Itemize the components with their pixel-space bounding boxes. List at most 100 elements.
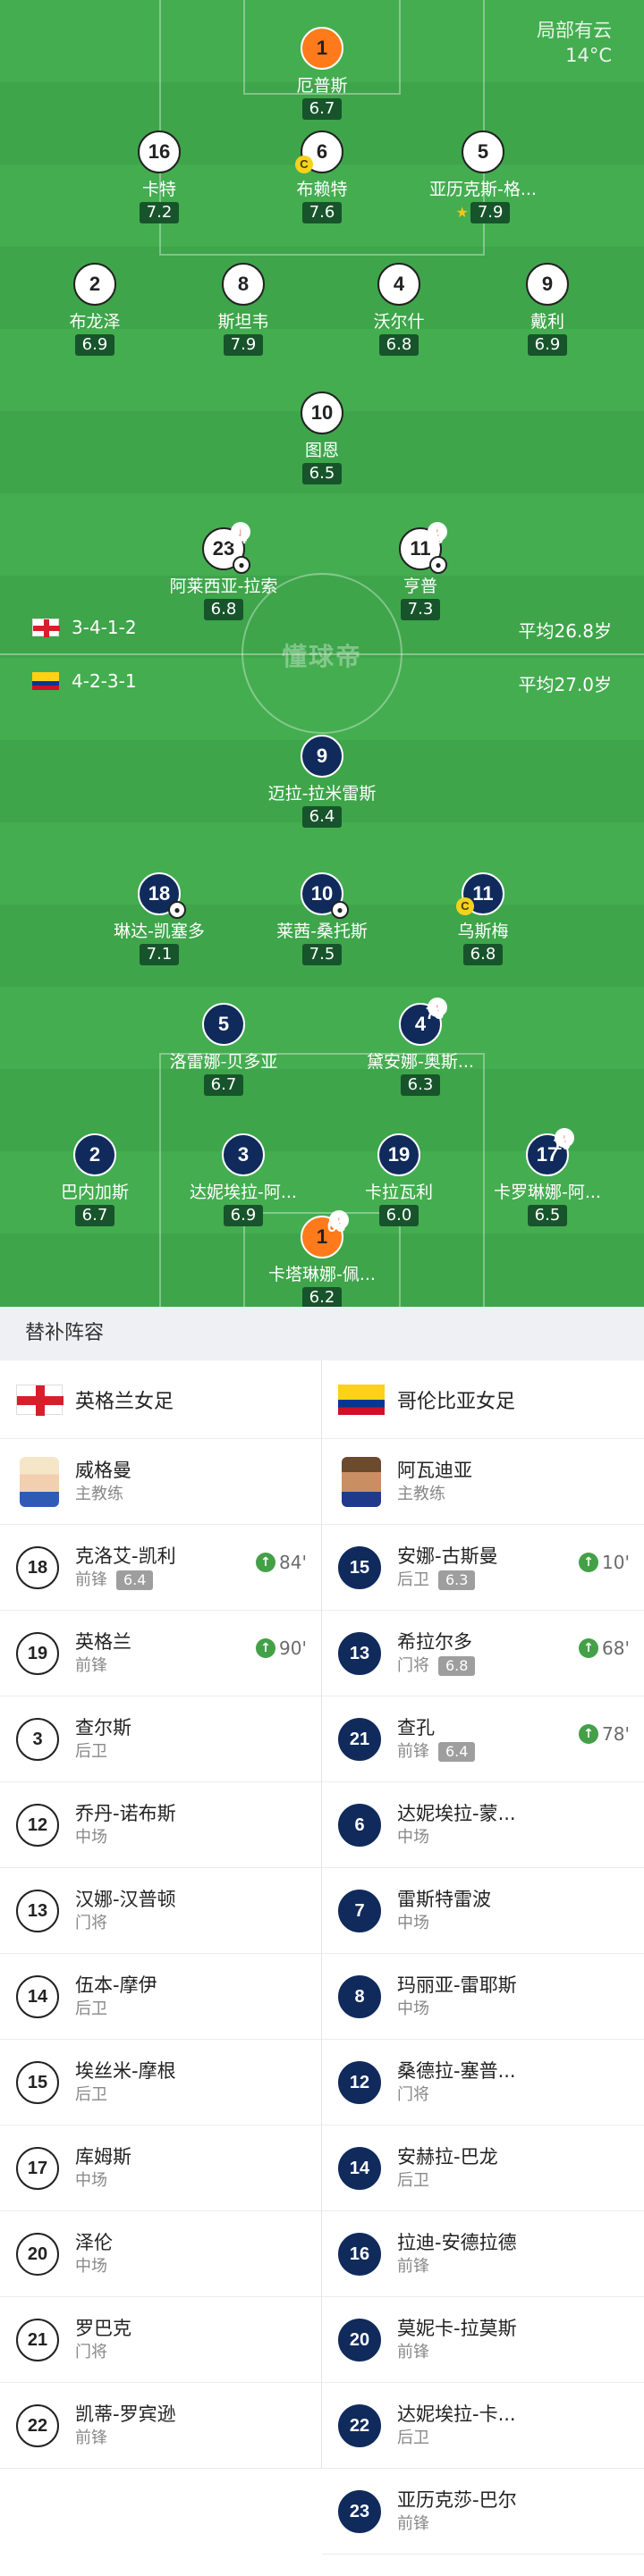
sub-in-indicator: ↑10' <box>579 1552 630 1573</box>
sub-name: 桑德拉-塞普... <box>397 2059 516 2082</box>
player-number: 17↓10' <box>526 1128 574 1176</box>
sub-in-arrow-icon: ↑ <box>579 1638 599 1658</box>
captain-icon: C <box>295 156 313 173</box>
coach-role: 主教练 <box>397 1484 445 1503</box>
player-name: 图恩 <box>304 441 339 460</box>
sub-number: 6 <box>338 1803 381 1847</box>
sub-name: 埃丝米-摩根 <box>75 2059 176 2082</box>
player-name: 布赖特 <box>296 180 348 199</box>
sub-position: 中场 <box>397 1913 429 1932</box>
home-coach[interactable]: 威格曼 主教练 <box>0 1439 321 1525</box>
player-rating: 6.9 <box>223 1205 264 1226</box>
coach-avatar <box>342 1456 381 1507</box>
sub-number: 23 <box>338 2489 381 2533</box>
player-rating: 6.9 <box>74 334 115 356</box>
player-number: 19 <box>377 1133 420 1176</box>
player-rating: 6.8 <box>462 944 504 965</box>
sub-in-indicator: ↑68' <box>579 1637 630 1659</box>
goal-ball-icon: ● <box>429 556 447 574</box>
home-bench-header[interactable]: 英格兰女足 <box>0 1360 321 1439</box>
player-rating: 6.0 <box>378 1205 419 1226</box>
sub-in-indicator: ↑84' <box>256 1552 307 1573</box>
away-player[interactable]: 1↓68'卡塔琳娜-佩...6.2 <box>250 1210 394 1307</box>
sub-name: 安娜-古斯曼 <box>397 1545 498 1567</box>
away-bench-header[interactable]: 哥伦比亚女足 <box>322 1360 644 1439</box>
sub-number: 14 <box>16 1974 59 2018</box>
sub-number: 22 <box>16 2403 59 2447</box>
sub-name: 莫妮卡-拉莫斯 <box>397 2317 517 2339</box>
player-name: 乌斯梅 <box>457 922 509 941</box>
sub-rating: 6.8 <box>438 1655 476 1676</box>
player-number: 11●↓90' <box>399 522 447 574</box>
coach-role: 主教练 <box>75 1484 123 1503</box>
away-player[interactable]: 17↓10'卡罗琳娜-阿...6.5 <box>476 1128 619 1226</box>
player-rating: 6.9 <box>527 334 568 356</box>
sub-in-arrow-icon: ↑ <box>579 1724 599 1744</box>
colombia-flag-icon <box>32 672 59 690</box>
sub-name: 查尔斯 <box>75 1716 131 1738</box>
sub-out-time: 68' <box>327 1217 350 1235</box>
player-number: 16 <box>138 130 181 173</box>
home-formation: 3-4-1-2 <box>32 617 137 638</box>
sub-name: 汉娜-汉普顿 <box>75 1888 176 1910</box>
coach-name: 阿瓦迪亚 <box>397 1459 472 1481</box>
away-coach[interactable]: 阿瓦迪亚 主教练 <box>322 1439 644 1525</box>
sub-in-arrow-icon: ↑ <box>579 1553 599 1572</box>
goal-ball-icon: ● <box>168 901 186 919</box>
player-name: 沃尔什 <box>373 312 425 332</box>
sub-out-icon: ↓ <box>555 1128 574 1148</box>
away-player[interactable]: 4↓78'黛安娜-奥斯...6.3 <box>349 998 492 1096</box>
sub-number: 7 <box>338 1889 381 1932</box>
player-rating: 7.6 <box>301 202 343 223</box>
player-rating: 7.9 <box>470 202 511 223</box>
sub-name: 玛丽亚-雷耶斯 <box>397 1974 517 1996</box>
sub-out-time: 84' <box>229 529 251 547</box>
sub-name: 凯蒂-罗宾逊 <box>75 2403 176 2425</box>
sub-out-icon: ↓ <box>428 998 447 1017</box>
sub-out-time: 10' <box>553 1135 575 1153</box>
